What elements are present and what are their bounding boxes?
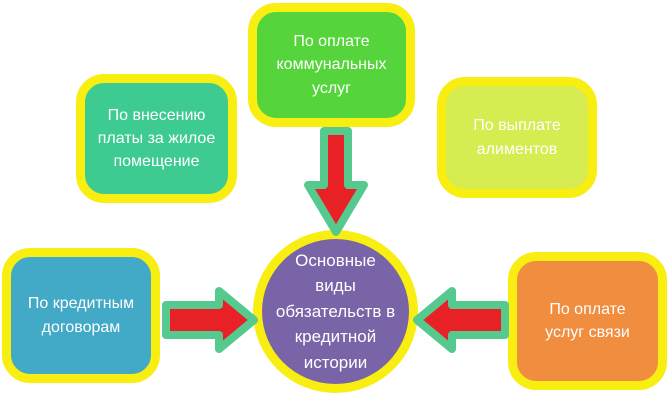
node-utility-payment: По оплате коммунальных услуг: [248, 3, 415, 127]
arrow-down-icon: [304, 127, 368, 236]
node-center-obligations-label: Основные виды обязательств в кредитной и…: [275, 250, 396, 372]
arrow-right-icon: [162, 287, 258, 353]
node-center-obligations: Основные виды обязательств в кредитной и…: [253, 230, 418, 393]
node-housing-payment-label: По внесению платы за жилое помещение: [97, 106, 216, 171]
node-housing-payment: По внесению платы за жилое помещение: [76, 74, 237, 203]
node-credit-contracts: По кредитным договорам: [2, 248, 160, 383]
node-communication-services-label: По оплате услуг связи: [545, 300, 630, 341]
arrow-left-icon: [413, 287, 509, 353]
node-alimony-payment-label: По выплате алиментов: [473, 117, 561, 158]
node-communication-services: По оплате услуг связи: [508, 252, 667, 390]
node-alimony-payment: По выплате алиментов: [437, 77, 597, 198]
node-utility-payment-label: По оплате коммунальных услуг: [276, 33, 387, 97]
node-credit-contracts-label: По кредитным договорам: [27, 295, 135, 336]
